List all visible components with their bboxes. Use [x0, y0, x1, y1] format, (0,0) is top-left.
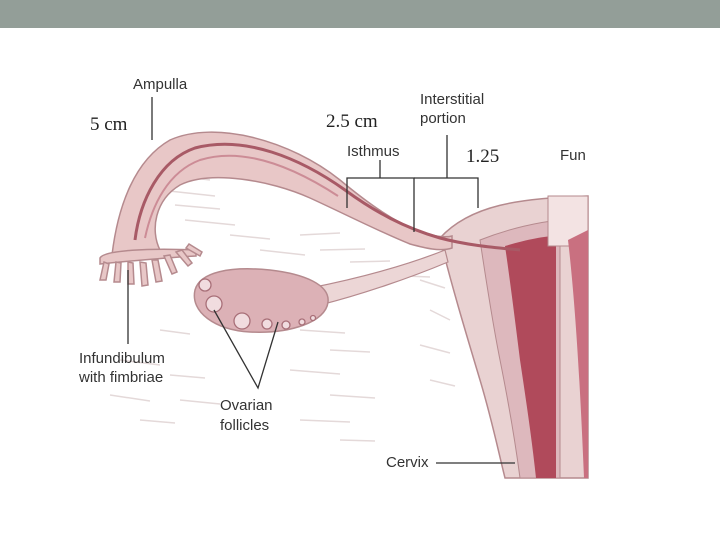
ampulla-label: Ampulla	[133, 76, 188, 93]
uterine-cavity	[505, 236, 556, 478]
cervix-label: Cervix	[386, 454, 429, 471]
ovary	[193, 268, 329, 333]
follicle	[198, 278, 212, 292]
ampulla-length-annotation: 5 cm	[90, 114, 128, 135]
follicle	[298, 318, 306, 326]
follicle	[261, 318, 273, 330]
follicle	[205, 295, 223, 313]
ovarian-ligament	[309, 249, 449, 306]
infundibulum-label-line2: with fimbriae	[79, 369, 164, 386]
interstitial-label-line1: Interstitial	[420, 91, 485, 108]
interstitial-length-annotation: 1.25	[466, 146, 500, 167]
fimbriae	[99, 243, 203, 287]
follicle	[233, 312, 251, 330]
endometrium-strip	[568, 230, 588, 478]
interstitial-bracket	[414, 177, 479, 208]
tube-lumen	[133, 142, 521, 252]
interstitial-label-line2: portion	[420, 110, 466, 127]
ovarian-follicles-label-line1: Ovarian	[220, 397, 273, 414]
follicle	[281, 320, 291, 330]
isthmus-label: Isthmus	[347, 143, 400, 160]
tube-mucosa	[144, 154, 339, 239]
title-bar	[0, 0, 720, 28]
follicle-leader	[213, 309, 279, 390]
fallopian-tube	[111, 131, 453, 259]
leader-lines	[127, 97, 515, 464]
fundus-label: Fun	[560, 147, 586, 164]
follicle	[309, 314, 317, 322]
isthmus-length-annotation: 2.5 cm	[326, 111, 378, 132]
ovarian-follicle-group	[198, 278, 317, 330]
infundibulum-label-line1: Infundibulum	[79, 350, 165, 367]
ovarian-follicles-label-line2: follicles	[220, 417, 270, 434]
